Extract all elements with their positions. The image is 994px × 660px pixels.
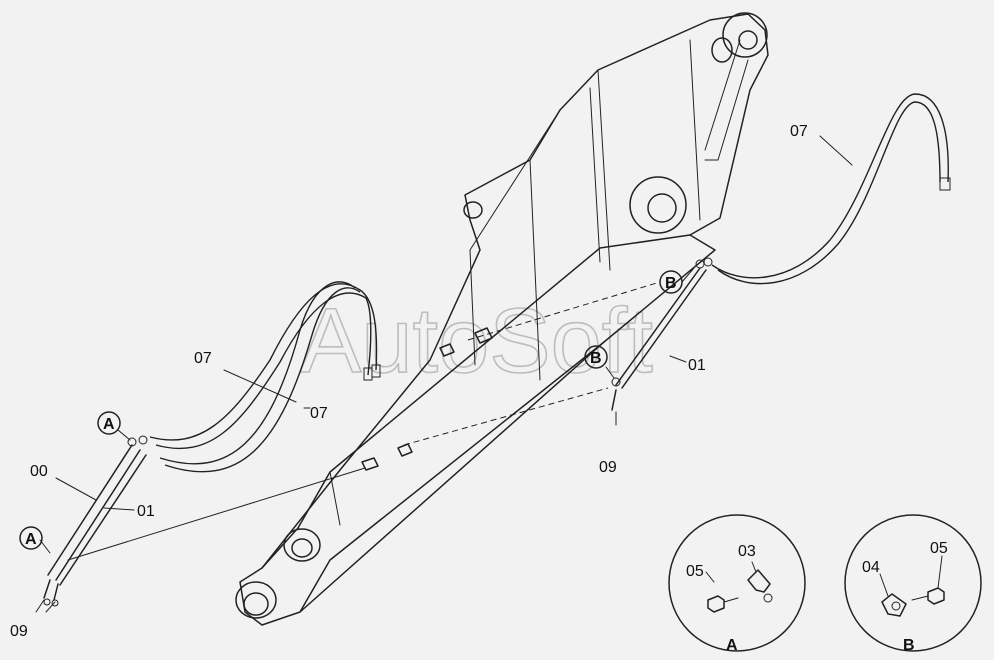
detail-view-b: 04 05 B: [844, 514, 982, 654]
left-pipe-assembly: [43, 281, 381, 607]
callout-01-right: 01: [688, 357, 706, 374]
right-pipe-assembly: [403, 93, 951, 446]
callout-01-left: 01: [137, 503, 155, 520]
svg-text:A: A: [103, 416, 115, 433]
callout-09-right: 09: [599, 459, 617, 476]
watermark-text: AutoSoft: [300, 290, 653, 392]
callout-07-right: 07: [790, 123, 808, 140]
callout-07-mid-a: 07: [194, 350, 212, 367]
detail-b-callout-04: 04: [862, 559, 880, 576]
view-marker-b-upper: B: [659, 270, 683, 294]
view-marker-b-lower: B: [584, 345, 608, 369]
boom: [235, 12, 769, 626]
detail-view-a: 05 03 A: [668, 514, 806, 654]
callout-00: 00: [30, 463, 48, 480]
view-marker-a-bottom: A: [19, 526, 43, 550]
callout-leaders: [35, 135, 853, 613]
svg-text:A: A: [25, 531, 37, 548]
svg-text:B: B: [665, 275, 677, 292]
svg-text:B: B: [590, 350, 602, 367]
detail-b-title: B: [903, 637, 915, 654]
callout-07-mid-b: 07: [310, 405, 328, 422]
callout-09-left: 09: [10, 623, 28, 640]
detail-b-callout-05: 05: [930, 540, 948, 557]
detail-a-title: A: [726, 637, 738, 654]
detail-a-callout-03: 03: [738, 543, 756, 560]
detail-a-callout-05: 05: [686, 563, 704, 580]
view-marker-a-top: A: [97, 411, 121, 435]
